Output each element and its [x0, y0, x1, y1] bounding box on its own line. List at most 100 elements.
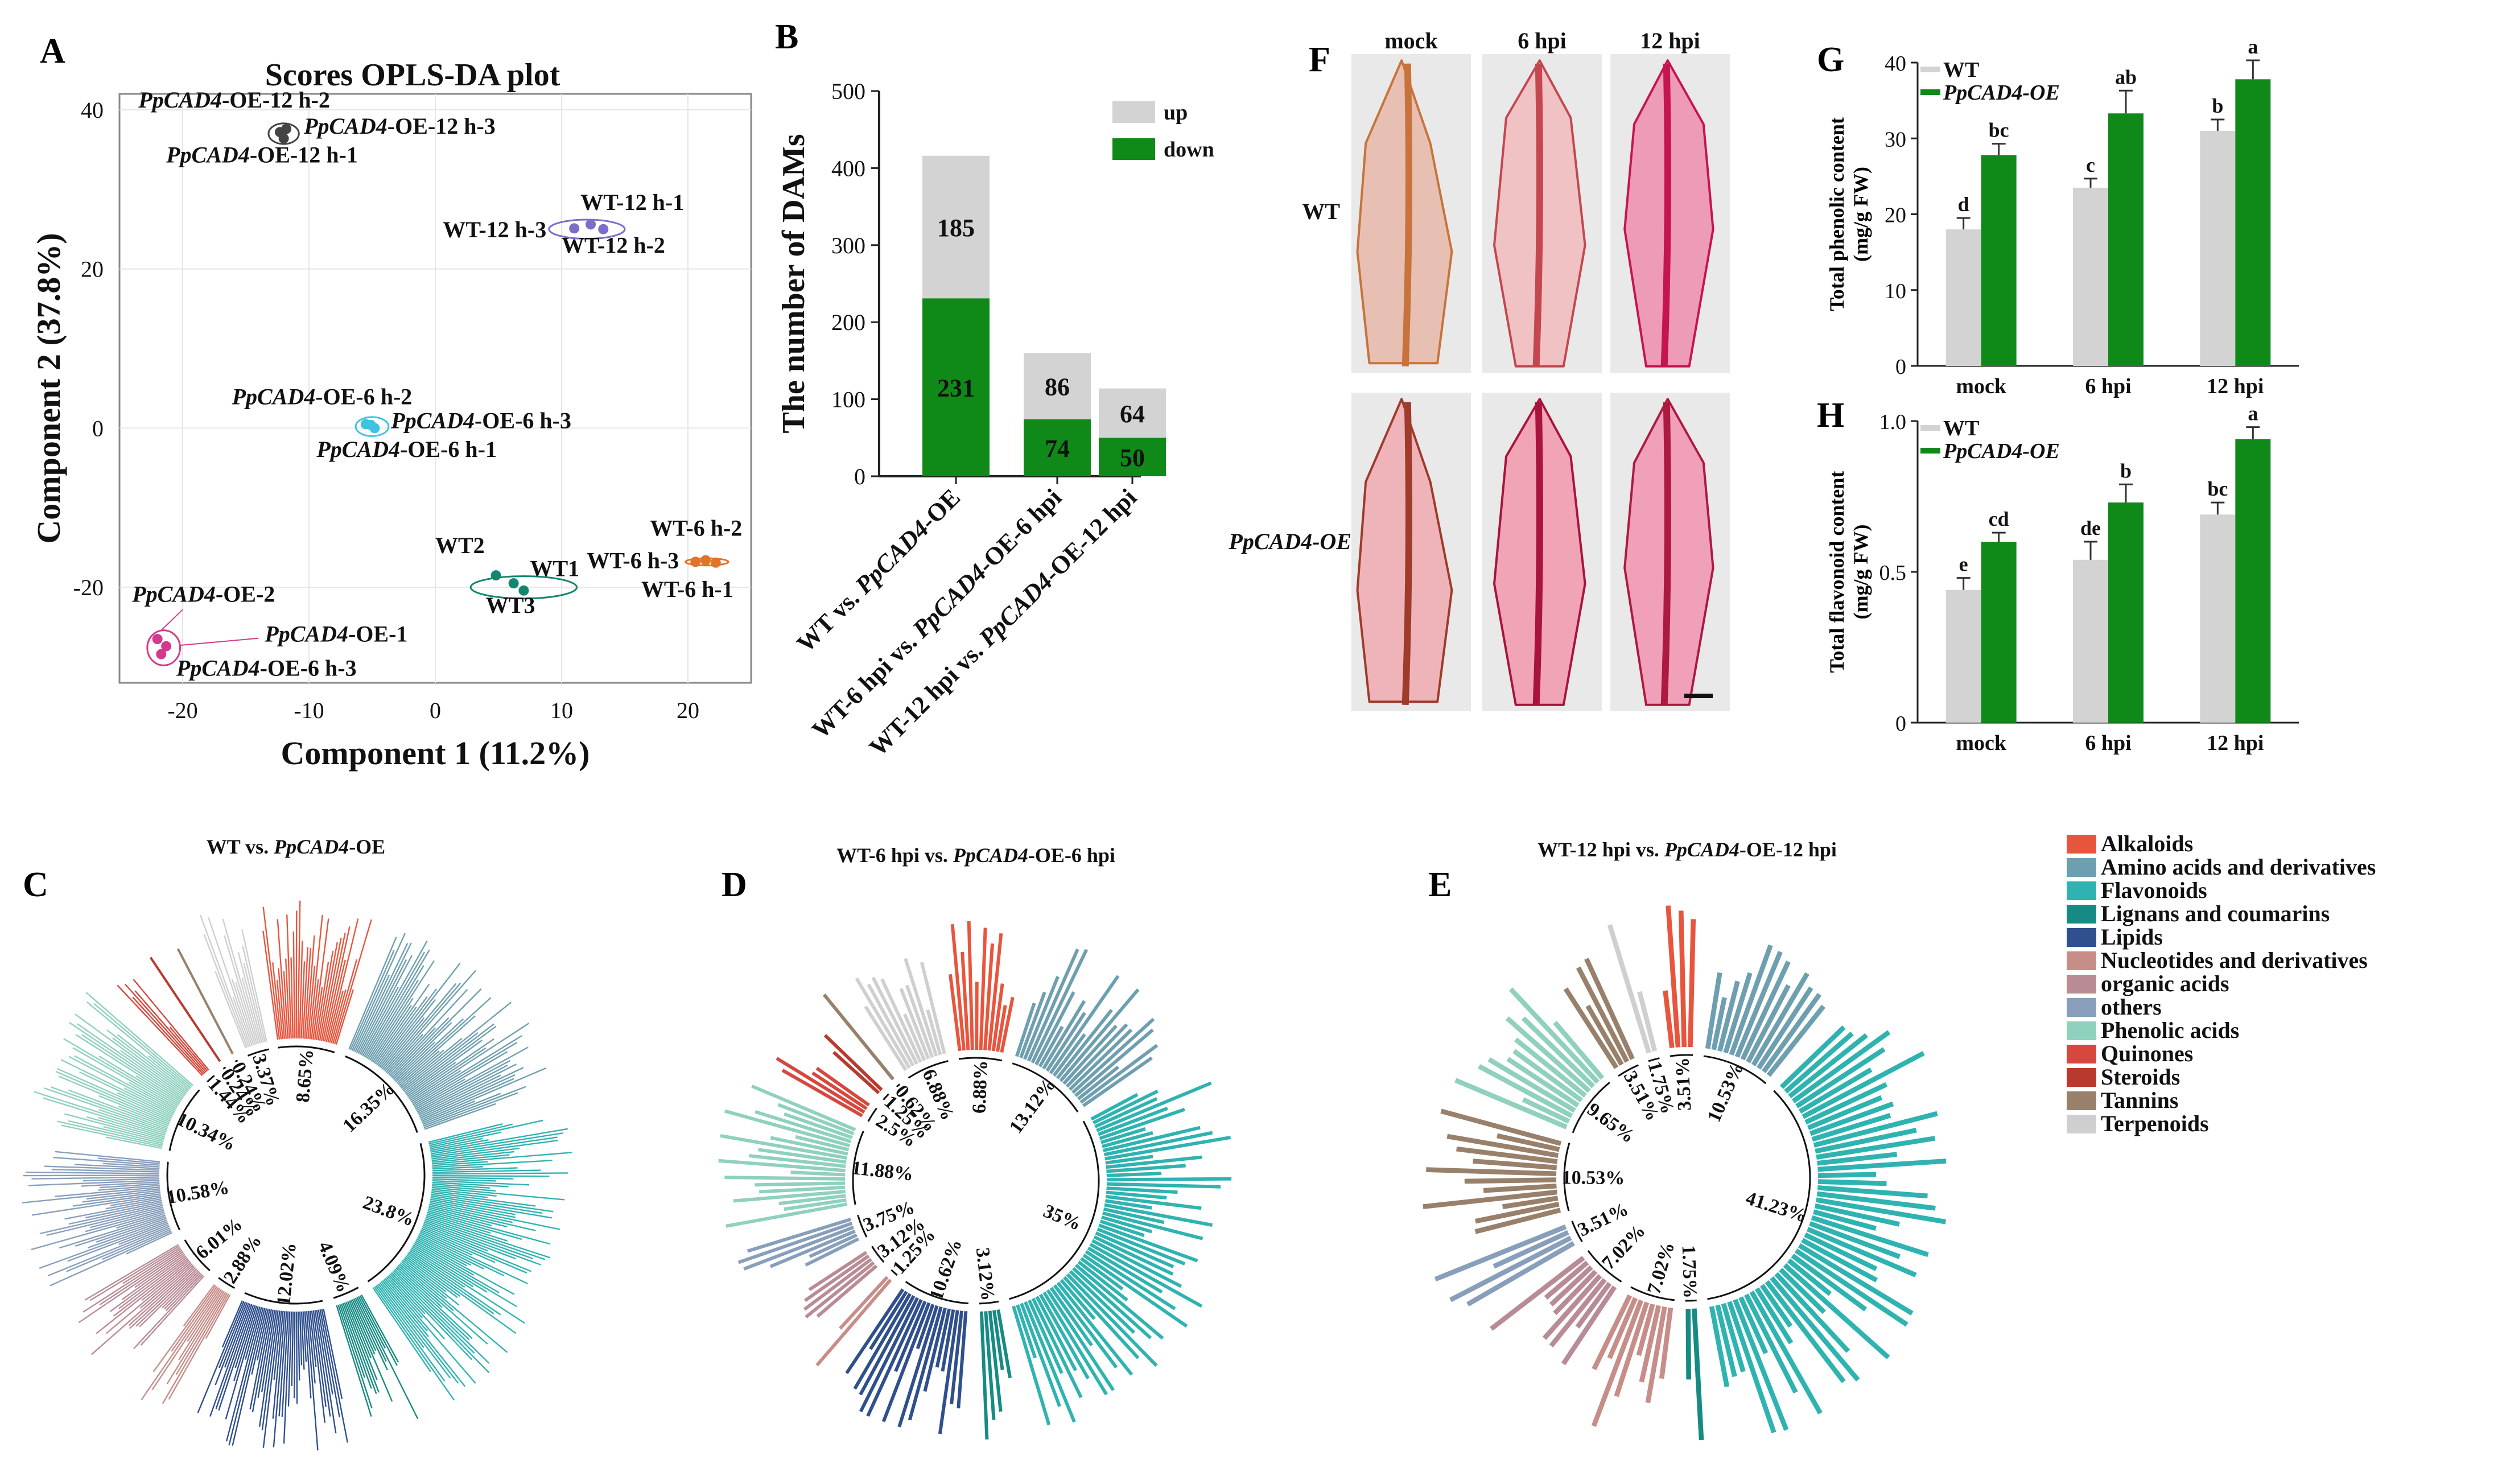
metabolite-bar — [39, 1205, 163, 1235]
metabolite-bar — [411, 1070, 461, 1103]
metabolite-bar — [1042, 1291, 1108, 1396]
label-leader-line — [179, 637, 259, 646]
metabolite-bar — [320, 938, 342, 1041]
sample-point — [710, 557, 721, 568]
chart-title-part: PpCAD4 — [273, 835, 349, 858]
metabolite-bar — [428, 1123, 503, 1143]
sector-arc — [1572, 1082, 1610, 1133]
x-tick-label: 6 hpi — [2085, 374, 2131, 398]
metabolite-bar — [1475, 1201, 1560, 1224]
metabolite-bar — [1093, 1235, 1174, 1276]
metabolite-bar — [422, 1225, 488, 1252]
sector-arc — [1618, 1064, 1639, 1077]
sector-arc — [207, 1075, 215, 1083]
metabolite-bar — [1098, 1223, 1198, 1263]
sample-label-rest: WT-12 h-2 — [562, 233, 665, 258]
metabolite-bar — [112, 1037, 187, 1094]
metabolite-bar — [396, 997, 492, 1084]
sample-label-italic: PpCAD4 — [316, 436, 400, 462]
metabolite-bar — [1473, 1159, 1557, 1170]
metabolite-bar — [778, 1194, 846, 1206]
metabolite-bar — [421, 1229, 496, 1263]
metabolite-bar — [261, 1310, 279, 1431]
metabolite-bar — [1423, 1189, 1557, 1209]
sector-arc — [218, 1277, 235, 1289]
metabolite-bar — [1016, 1304, 1037, 1359]
metabolite-bar — [424, 1219, 533, 1260]
metabolite-bar — [422, 1100, 476, 1124]
legend-swatch — [2067, 928, 2096, 947]
sample-label-italic: PpCAD4 — [176, 655, 260, 681]
metabolite-bar — [427, 1211, 522, 1240]
metabolite-bar — [1052, 1033, 1086, 1077]
metabolite-bar — [1062, 1024, 1118, 1085]
metabolite-bar — [261, 1309, 275, 1392]
metabolite-bar — [431, 1140, 559, 1158]
legend-label: up — [1164, 101, 1188, 125]
sample-label-italic: PpCAD4 — [303, 113, 388, 139]
metabolite-bar — [1746, 984, 1791, 1063]
sector-arc — [367, 1143, 426, 1283]
metabolite-bar — [428, 1123, 513, 1145]
column-header: 6 hpi — [1518, 28, 1567, 53]
metabolite-bar — [1035, 1296, 1077, 1371]
metabolite-bar — [823, 1034, 883, 1091]
metabolite-bar — [941, 1309, 955, 1372]
metabolite-bar — [51, 1169, 160, 1173]
legend-label: organic acids — [2101, 971, 2229, 996]
metabolite-bar — [409, 1047, 487, 1100]
metabolite-bar — [368, 979, 419, 1060]
metabolite-bar — [432, 1185, 496, 1192]
metabolite-bar — [431, 1193, 554, 1213]
bar-oe — [1981, 542, 2017, 723]
row-label: WT — [1302, 199, 1340, 224]
metabolite-bar — [277, 919, 287, 1039]
metabolite-bar — [1106, 1172, 1162, 1177]
metabolite-bar — [759, 1185, 846, 1194]
sector-arc — [905, 1281, 969, 1305]
metabolite-bar — [311, 1310, 326, 1423]
metabolite-bar — [421, 1078, 514, 1121]
metabolite-bar — [351, 933, 406, 1051]
significance-letter: c — [2086, 154, 2095, 176]
metabolite-bar — [291, 1311, 294, 1386]
metabolite-bar — [336, 1305, 372, 1417]
metabolite-bar — [283, 1311, 291, 1444]
sector-arc — [333, 1287, 359, 1299]
sample-label: PpCAD4-OE-1 — [264, 621, 407, 646]
metabolite-bar — [278, 968, 286, 1039]
metabolite-bar — [1502, 1196, 1559, 1210]
metabolite-bar — [432, 1178, 496, 1182]
metabolite-bar — [432, 1176, 514, 1180]
metabolite-bar — [803, 1258, 872, 1311]
y-tick-label: 10 — [1885, 279, 1906, 303]
metabolite-bar — [383, 983, 457, 1071]
metabolite-bar — [1034, 991, 1075, 1066]
sector-percent-label: 10.58% — [165, 1177, 230, 1208]
metabolite-bar — [432, 1169, 541, 1173]
metabolite-bar — [90, 1264, 194, 1355]
metabolite-bar — [389, 1027, 436, 1077]
sector-arc — [871, 1246, 885, 1263]
metabolite-bar — [428, 1208, 492, 1226]
metabolite-bar — [96, 1259, 189, 1334]
legend-label: down — [1164, 138, 1214, 162]
metabolite-bar — [1663, 990, 1675, 1049]
sample-point — [690, 556, 701, 567]
metabolite-bar — [737, 1222, 853, 1264]
metabolite-bar — [359, 955, 413, 1055]
metabolite-bar — [403, 1032, 479, 1092]
metabolite-bar — [386, 1276, 423, 1319]
metabolite-bar — [79, 1071, 173, 1117]
metabolite-bar — [1038, 1293, 1090, 1380]
metabolite-bar — [110, 1196, 162, 1206]
metabolite-bar — [389, 1273, 473, 1361]
metabolite-bar — [237, 951, 263, 1043]
metabolite-bar — [402, 1259, 460, 1306]
metabolite-bar — [839, 1276, 889, 1330]
metabolite-bar — [407, 1252, 494, 1314]
metabolite-bar — [894, 1300, 927, 1372]
metabolite-bar — [1027, 949, 1079, 1062]
sample-label: WT-6 h-1 — [641, 576, 733, 602]
metabolite-bar — [31, 1176, 160, 1180]
